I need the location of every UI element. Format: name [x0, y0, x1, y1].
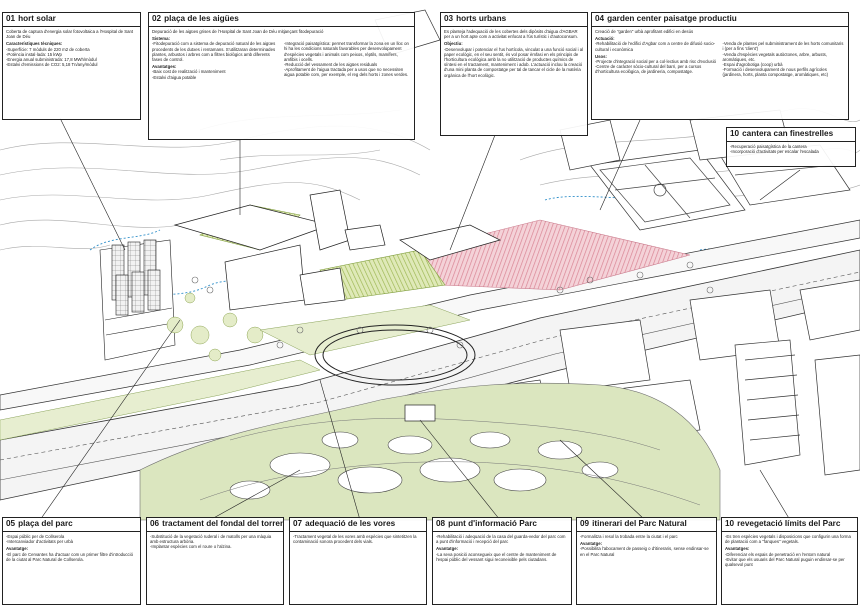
- panel-body: -Rehabilitació de l'edifici d'Agbar com …: [595, 41, 716, 52]
- panel-title-text: tractament del fondal del torrent: [162, 519, 283, 528]
- panel-body: -Desenvolupar i potenciar el l'us hortíc…: [444, 46, 584, 78]
- solar-towers: [99, 239, 176, 361]
- panel-number: 08: [436, 519, 446, 528]
- panel-heading: Avantatges:: [725, 546, 750, 552]
- panel-intro: -Recuperació paisatgística de la cantera…: [730, 144, 819, 155]
- leader-lines: [39, 117, 801, 521]
- panel-line: -Potència instal·lada: 15 kWp: [6, 51, 62, 57]
- panel-body: -La seva posició aconsegueix que el cent…: [436, 551, 557, 562]
- panel-body: -El parc de Cervantes ha d'actuar com un…: [6, 551, 134, 562]
- panel-title-text: plaça del parc: [18, 519, 73, 528]
- trees: [191, 261, 714, 349]
- hospital-buildings: [173, 189, 501, 311]
- panel-intro: Es planteja l'adequació de les cobertes …: [444, 29, 578, 40]
- panel-body: -Venda de plantes pel subministrament de…: [722, 41, 844, 78]
- panel-number: 09: [580, 519, 590, 528]
- panel-heading: Objectiu:: [444, 41, 463, 47]
- panel-intro: -Formalitza i resol la trobada entre la …: [580, 534, 678, 539]
- panel-title-text: revegetació límits del Parc: [737, 519, 841, 528]
- panel-intro: Creació de "garden" urbà aprofitant edif…: [595, 29, 694, 34]
- panel-heading: Avantatge:: [580, 541, 603, 547]
- panel-heading: Avantatges:: [152, 64, 177, 70]
- panel-heading: Característiques tècniques:: [6, 41, 63, 47]
- garden-circles: [166, 292, 264, 362]
- panel-number: 04: [595, 14, 605, 23]
- panel-title-text: hort solar: [18, 14, 56, 23]
- panel-body: -Possibilita l'abocament de passeig o d'…: [580, 546, 709, 557]
- panel-number: 02: [152, 14, 162, 23]
- panel-number: 05: [6, 519, 16, 528]
- panel-number: 10: [725, 519, 735, 528]
- panel-heading: Actuació:: [595, 36, 615, 42]
- panel-title-text: punt d'informació Parc: [448, 519, 537, 528]
- panel-intro: Coberta de captura d'energia solar fotov…: [6, 29, 134, 40]
- panel-heading: Sistema:: [152, 36, 170, 42]
- panel-number: 01: [6, 14, 16, 23]
- panel-title-text: plaça de les aigües: [164, 14, 239, 23]
- panel-line: -Energia anual subministrada: 17,8 MWh/m…: [6, 57, 97, 63]
- info-point-building: [404, 404, 436, 422]
- bridge-loop: [314, 324, 476, 386]
- panel-number: 10: [730, 129, 740, 138]
- lower-park: [139, 382, 721, 521]
- panel-intro: -Es tren espècies vegetals i disposicion…: [725, 534, 851, 545]
- panel-body: -Diferenciar els espais de penetració en…: [725, 551, 845, 568]
- panel-line: -Superfície: 7 mòduls de 220 m2 de cober…: [6, 46, 90, 52]
- panel-title-text: garden center paisatge productiu: [607, 14, 737, 23]
- panel-number: 03: [444, 14, 454, 23]
- panel-intro: -Rehabilitació i adequació de la casa de…: [436, 534, 566, 545]
- panel-heading: Avantatge:: [436, 546, 459, 552]
- green-border-strip: [0, 359, 321, 441]
- panel-number: 07: [293, 519, 303, 528]
- panel-body: -Baix cost de realització i manteniment …: [152, 69, 226, 80]
- panel-number: 06: [150, 519, 160, 528]
- green-border-strip-2: [259, 304, 471, 356]
- panel-intro: -Substitució de la vegetació ruderal i d…: [150, 534, 272, 550]
- panel-intro: -Espai públic per de Collserola -Interca…: [6, 534, 73, 545]
- panel-line: -Estalvi d'emissions de CO2: 5,18 Tn/any…: [6, 62, 98, 68]
- panel-title-text: cantera can finestrelles: [742, 129, 834, 138]
- panel-title-text: adequació de les vores: [305, 519, 396, 528]
- panel-body: -Fitodepuració com a sistema de depuraci…: [152, 41, 276, 63]
- panel-heading: Avantatge:: [6, 546, 29, 552]
- panel-intro: Depuració de les aigües grises de l'Hosp…: [152, 29, 324, 34]
- panel-title-text: itinerari del Parc Natural: [592, 519, 687, 528]
- panel-title-text: horts urbans: [456, 14, 507, 23]
- panel-body: -Projecte d'integració social per a col·…: [595, 59, 717, 75]
- panel-body: -Integració paisatgística: permet transf…: [284, 41, 409, 78]
- panel-intro: -Tractament vegetal de les vores amb esp…: [293, 534, 417, 545]
- panel-heading: Usos:: [595, 53, 607, 59]
